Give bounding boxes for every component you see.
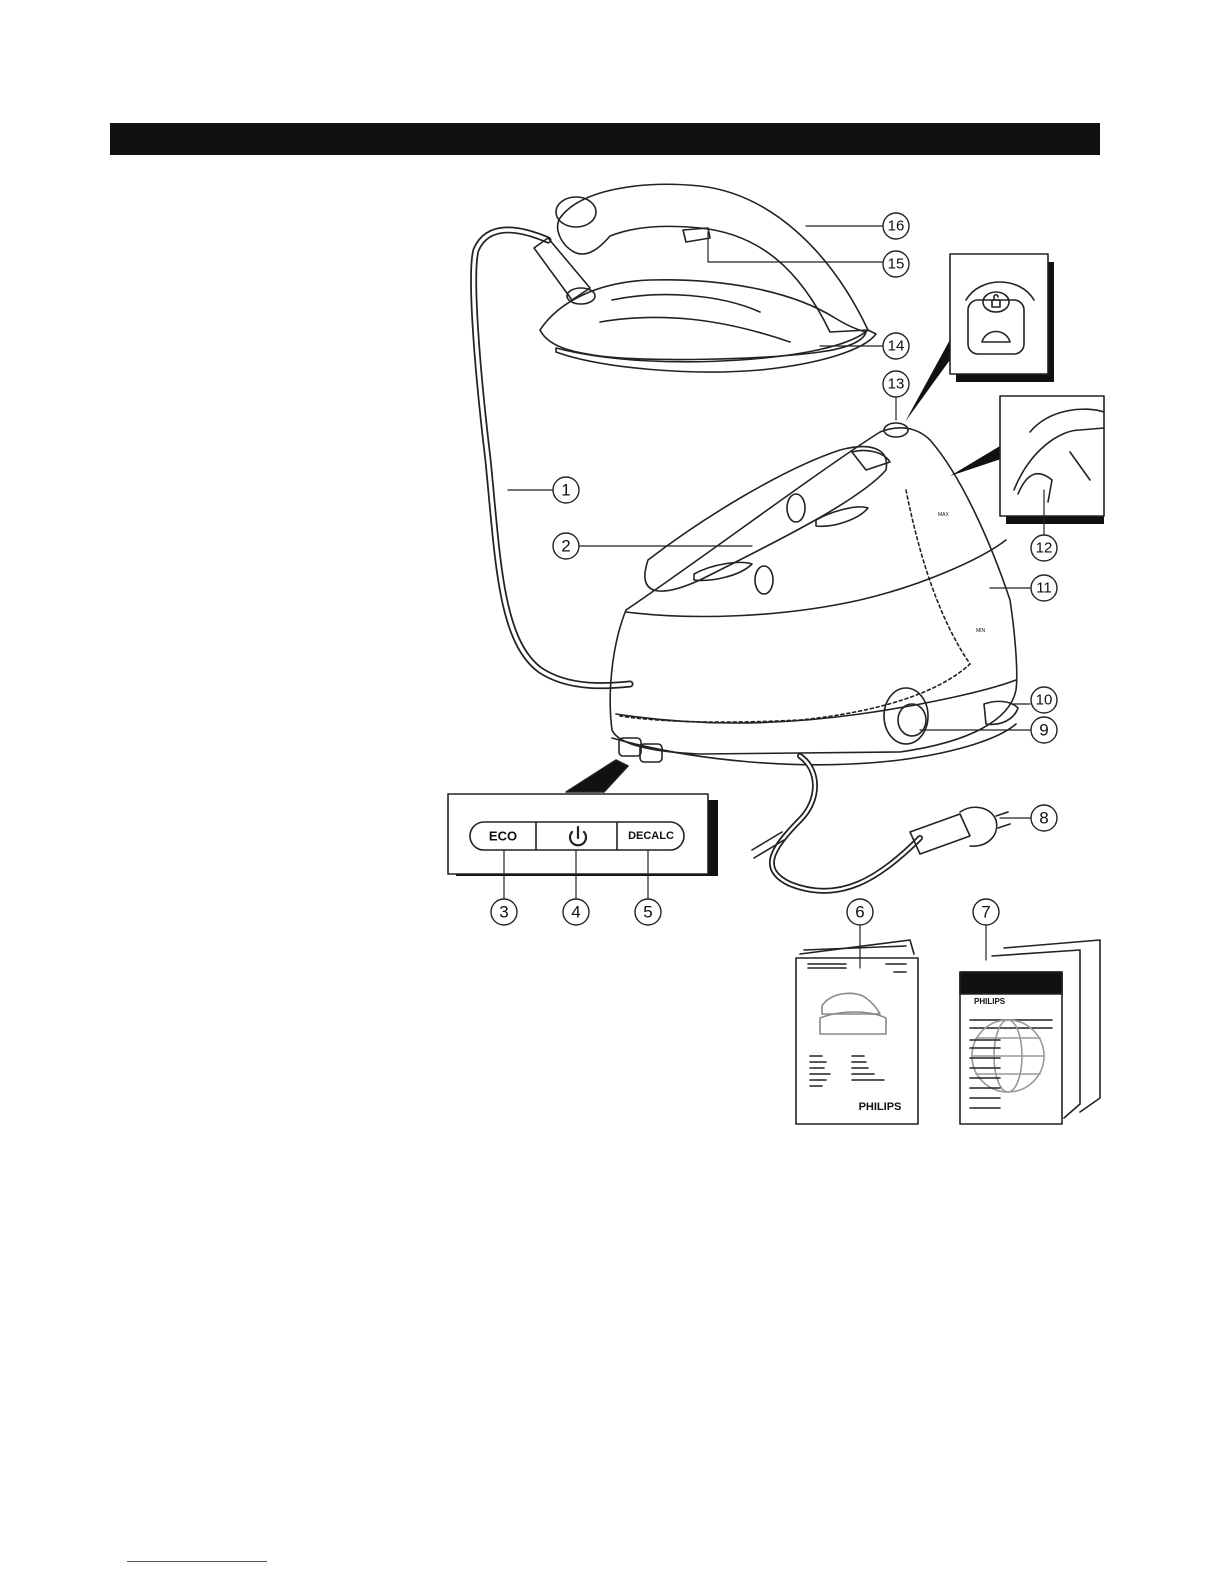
guarantee-leaflet [960,940,1100,1124]
leaflet-header-band [960,972,1062,994]
platform-pad-2 [755,566,773,594]
descale-knob-ring [884,688,928,744]
iron-handle-end [556,197,596,227]
detail13-box [950,254,1048,374]
base-lower-band [616,680,1016,723]
supply-hose [474,230,630,686]
callout-2: 2 [561,537,570,556]
panel-pointer-wedge [566,760,628,792]
callout-4: 4 [571,903,580,922]
callout-13: 13 [888,376,905,393]
mains-plug [910,807,1010,854]
lock-bar [852,450,890,470]
iron-body [540,280,866,360]
callout-7: 7 [981,903,990,922]
leaflet-brand: PHILIPS [974,997,1006,1006]
iron-hose-sleeve [534,238,590,300]
callout-16: 16 [888,218,905,235]
descale-knob [898,704,926,736]
cord-storage-slot [984,701,1018,724]
callout-10: 10 [1036,692,1053,709]
detail12-pointer [950,446,1004,476]
callout-8: 8 [1039,809,1048,828]
callout-9: 9 [1039,721,1048,740]
callout-3: 3 [499,903,508,922]
base-rim [626,540,1006,616]
iron-body-stripe [600,317,790,342]
base-station [610,423,1018,765]
base-top [610,428,1017,754]
eco-button-label: ECO [489,829,517,844]
footer-link-underline [127,1561,267,1562]
iron [534,184,876,372]
decalc-button-label: DECALC [628,830,674,842]
tank-max-mark: MAX [938,512,950,518]
callout-5: 5 [643,903,652,922]
manual-brand: PHILIPS [859,1101,902,1113]
callout-15: 15 [888,256,905,273]
water-tank-outline [620,490,970,722]
detail12-box [1000,396,1104,516]
callout-11: 11 [1036,580,1052,597]
callout-6: 6 [855,903,864,922]
callout-12: 12 [1036,540,1053,557]
user-manual-booklet [796,940,918,1124]
platform-slot-2 [694,562,752,580]
platform-slot-1 [816,507,868,526]
supply-hose-inner [474,230,630,686]
mains-cord [772,756,920,891]
tank-min-mark: MIN [976,628,986,634]
callout-1: 1 [561,481,570,500]
platform-pad-1 [787,494,805,522]
iron-body-curve [612,295,760,312]
iron-steam-trigger [683,228,710,242]
callout-14: 14 [888,338,905,355]
iron-platform [645,447,887,591]
